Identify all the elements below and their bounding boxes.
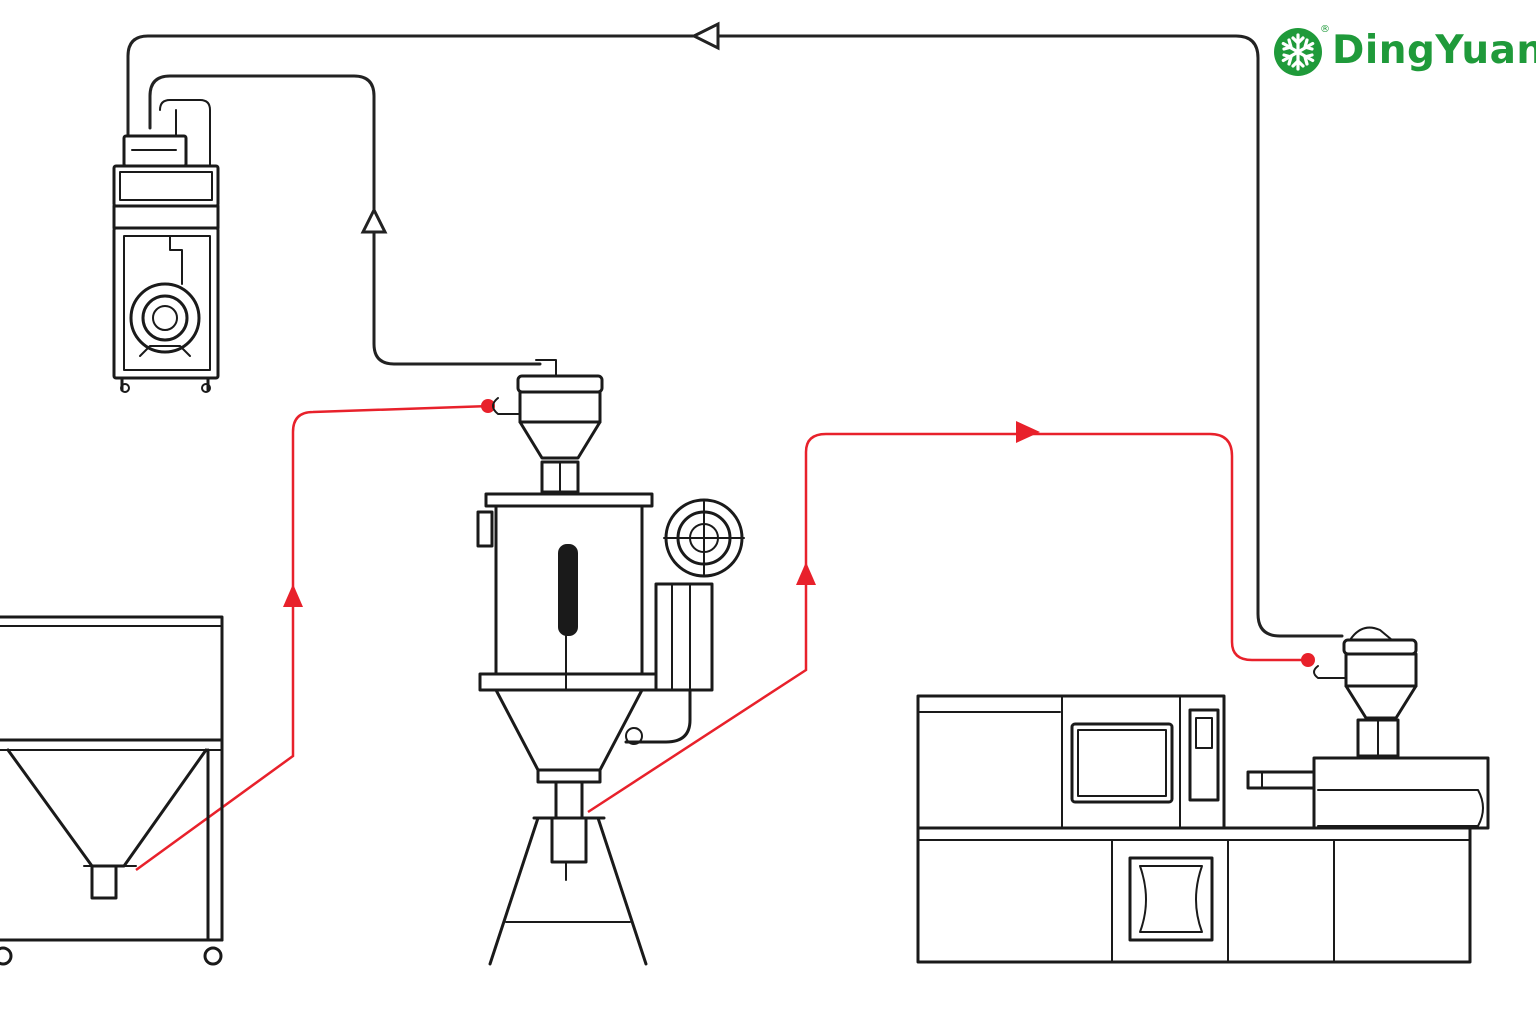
feed-nozzle-1 bbox=[481, 399, 495, 413]
feed-arrow-1 bbox=[283, 584, 303, 607]
brand-logo: ® DingYuan bbox=[1270, 22, 1536, 82]
feed-line-storage-to-dryer bbox=[135, 404, 491, 872]
registered-mark: ® bbox=[1320, 24, 1330, 35]
feed-nozzle-2 bbox=[1301, 653, 1315, 667]
feed-line-dryer-to-molding bbox=[587, 432, 1308, 814]
injection-molding-machine bbox=[916, 626, 1490, 964]
vacuum-return-lines bbox=[126, 21, 1344, 638]
storage-hopper bbox=[0, 615, 224, 966]
hopper-dryer bbox=[476, 359, 745, 966]
return-arrow-riser bbox=[360, 206, 388, 234]
snowflake-icon bbox=[1274, 28, 1322, 76]
feed-arrow-2 bbox=[796, 562, 816, 585]
return-line-outer bbox=[126, 34, 1344, 638]
return-line-inner bbox=[148, 74, 542, 366]
feed-arrow-3 bbox=[1016, 421, 1040, 443]
return-arrow-top bbox=[690, 21, 720, 51]
brand-name: DingYuan bbox=[1332, 28, 1536, 73]
material-feed-lines bbox=[135, 399, 1315, 872]
vacuum-blower-unit bbox=[112, 99, 220, 393]
